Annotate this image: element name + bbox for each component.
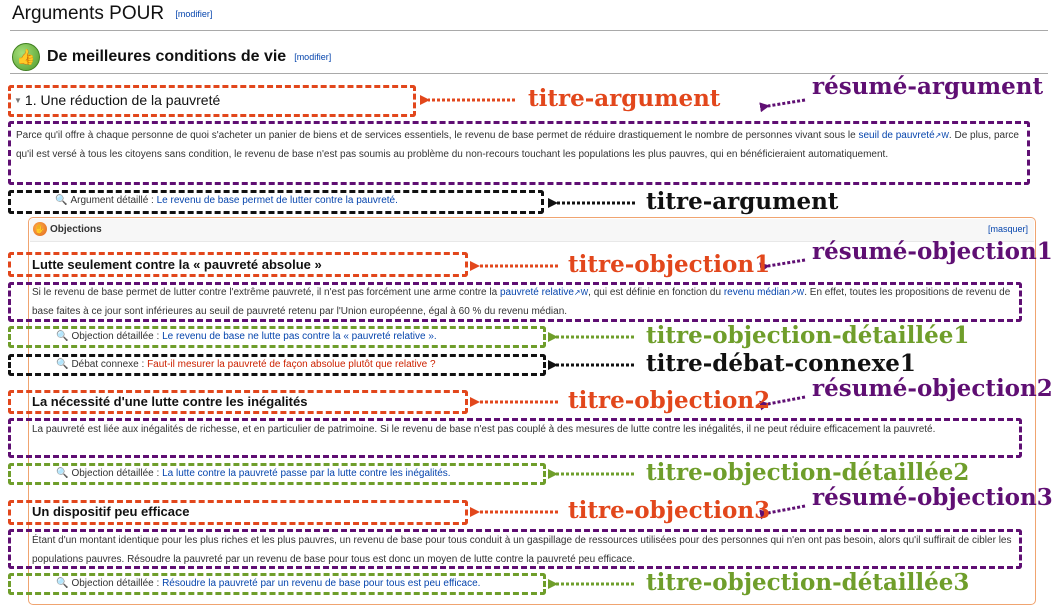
argument-detail: 🔍Argument détaillé : Le revenu de base p… <box>55 195 398 206</box>
objection2-title: La nécessité d'une lutte contre les inég… <box>32 394 308 409</box>
objection2-detail-link[interactable]: La lutte contre la pauvreté passe par la… <box>162 468 451 479</box>
external-link-icon: ↗W <box>934 131 949 140</box>
hide-objections-link[interactable]: [masquer] <box>987 224 1028 234</box>
magnifier-icon: 🔍 <box>56 359 69 370</box>
page-edit-link[interactable]: [modifier] <box>175 9 213 19</box>
arrow-resume-argument <box>759 98 806 113</box>
objection1-summary-box <box>8 282 1022 322</box>
argument-detail-link[interactable]: Le revenu de base permet de lutter contr… <box>156 195 398 206</box>
objection1-title: Lutte seulement contre la « pauvreté abs… <box>32 257 322 272</box>
divider <box>10 30 1048 31</box>
objection1-related-box <box>8 354 546 376</box>
objection1-detail: 🔍Objection détaillée : Le revenu de base… <box>56 331 437 342</box>
magnifier-icon: 🔍 <box>56 468 69 479</box>
label-resume-argument: résumé-argument <box>812 73 1044 100</box>
objection2-summary: La pauvreté est liée aux inégalités de r… <box>32 424 936 435</box>
section-header: 👍 De meilleures conditions de vie [modif… <box>12 43 331 71</box>
objection3-title: Un dispositif peu efficace <box>32 504 190 519</box>
hand-icon: ✋ <box>33 222 47 236</box>
thumbs-up-icon: 👍 <box>12 43 40 71</box>
objections-header-title: Objections <box>50 224 102 235</box>
argument-summary-box <box>8 121 1030 185</box>
objection3-detail-box <box>8 573 546 595</box>
pauvrete-relative-link[interactable]: pauvreté relative <box>499 287 574 298</box>
objection1-summary: Si le revenu de base permet de lutter co… <box>32 287 1011 317</box>
arrow-resume-objection1 <box>759 258 806 273</box>
objection1-related-link[interactable]: Faut-il mesurer la pauvreté de façon abs… <box>147 359 436 370</box>
page-title: Arguments POUR [modifier] <box>12 3 212 25</box>
objection2-detail: 🔍Objection détaillée : La lutte contre l… <box>56 468 451 479</box>
objection3-title-box <box>8 500 468 525</box>
arrow-resume-objection3 <box>759 504 806 520</box>
revenu-median-link[interactable]: revenu médian <box>723 287 790 298</box>
arrow-resume-objection2 <box>759 395 806 411</box>
section-title: De meilleures conditions de vie <box>47 48 287 65</box>
objection1-title-box <box>8 252 468 277</box>
external-link-icon: ↗W <box>573 288 589 297</box>
page-title-text: Arguments POUR <box>12 3 165 24</box>
divider <box>10 73 1048 74</box>
label-titre-argument-2: titre-argument <box>646 188 839 215</box>
section-edit-link[interactable]: [modifier] <box>294 52 332 62</box>
label-titre-objection-detaillee1: titre-objection-détaillée1 <box>646 322 970 349</box>
label-titre-debat-connexe1: titre-débat-connexe1 <box>646 350 916 377</box>
collapse-triangle-icon[interactable]: ▼ <box>14 96 22 105</box>
label-titre-objection-detaillee3: titre-objection-détaillée3 <box>646 569 970 596</box>
magnifier-icon: 🔍 <box>55 195 68 206</box>
label-titre-objection1: titre-objection1 <box>568 251 771 278</box>
argument-title-box <box>8 85 416 117</box>
label-titre-objection-detaillee2: titre-objection-détaillée2 <box>646 459 970 486</box>
label-resume-objection2: résumé-objection2 <box>812 375 1053 402</box>
argument-summary: Parce qu'il offre à chaque personne de q… <box>16 130 1019 160</box>
objection2-title-box <box>8 390 468 414</box>
label-resume-objection1: résumé-objection1 <box>812 238 1053 265</box>
label-resume-objection3: résumé-objection3 <box>812 484 1053 511</box>
objections-header: ✋ Objections [masquer] <box>30 219 1034 242</box>
objection1-detail-box <box>8 326 546 348</box>
argument-detail-box <box>8 190 544 214</box>
objection2-summary-box <box>8 418 1022 458</box>
argument-title[interactable]: ▼1. Une réduction de la pauvreté <box>14 92 221 108</box>
objection3-summary: Étant d'un montant identique pour les pl… <box>32 535 1012 565</box>
label-titre-objection3: titre-objection3 <box>568 497 771 524</box>
objection3-detail-link[interactable]: Résoudre la pauvreté par un revenu de ba… <box>162 578 481 589</box>
magnifier-icon: 🔍 <box>56 578 69 589</box>
seuil-pauvrete-link[interactable]: seuil de pauvreté <box>858 130 935 141</box>
label-titre-argument: titre-argument <box>528 85 721 112</box>
external-link-icon: ↗W <box>789 288 805 297</box>
objection3-summary-box <box>8 529 1022 569</box>
magnifier-icon: 🔍 <box>56 331 69 342</box>
objection2-detail-box <box>8 463 546 485</box>
label-titre-objection2: titre-objection2 <box>568 387 771 414</box>
objection1-detail-link[interactable]: Le revenu de base ne lutte pas contre la… <box>162 331 437 342</box>
objection3-detail: 🔍Objection détaillée : Résoudre la pauvr… <box>56 578 481 589</box>
objection1-related: 🔍Débat connexe : Faut-il mesurer la pauv… <box>56 359 436 370</box>
